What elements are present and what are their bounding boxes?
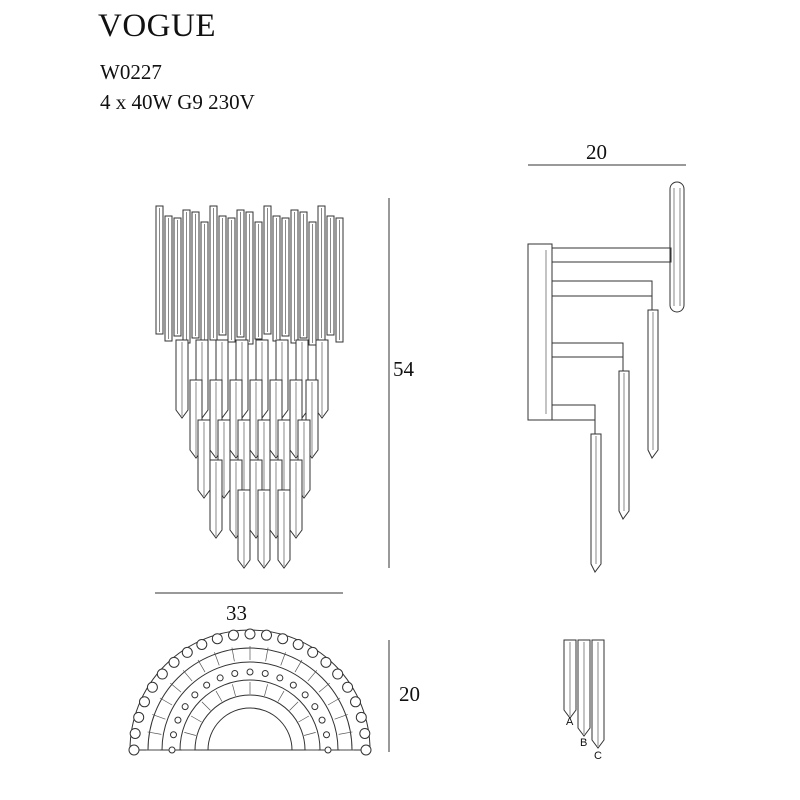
height-dimension-label: 54 bbox=[393, 357, 414, 381]
front-tube-cluster bbox=[155, 205, 344, 346]
front-view bbox=[155, 205, 344, 569]
side-view bbox=[527, 181, 685, 573]
width-dimension-label: 33 bbox=[226, 601, 247, 625]
side-hanging-crystals bbox=[590, 296, 659, 573]
crystal-label-a: A bbox=[566, 716, 574, 728]
product-title: VOGUE bbox=[98, 8, 216, 44]
crystal-detail bbox=[563, 639, 605, 749]
bottom-depth-dimension-label: 20 bbox=[399, 682, 420, 706]
product-code: W0227 bbox=[100, 60, 162, 84]
top-view bbox=[128, 628, 372, 756]
crystal-label-c: C bbox=[594, 750, 602, 762]
product-spec: 4 x 40W G9 230V bbox=[100, 90, 255, 114]
front-crystal-cluster bbox=[175, 339, 329, 569]
crystal-label-b: B bbox=[580, 737, 588, 749]
depth-dimension-label: 20 bbox=[586, 140, 607, 164]
